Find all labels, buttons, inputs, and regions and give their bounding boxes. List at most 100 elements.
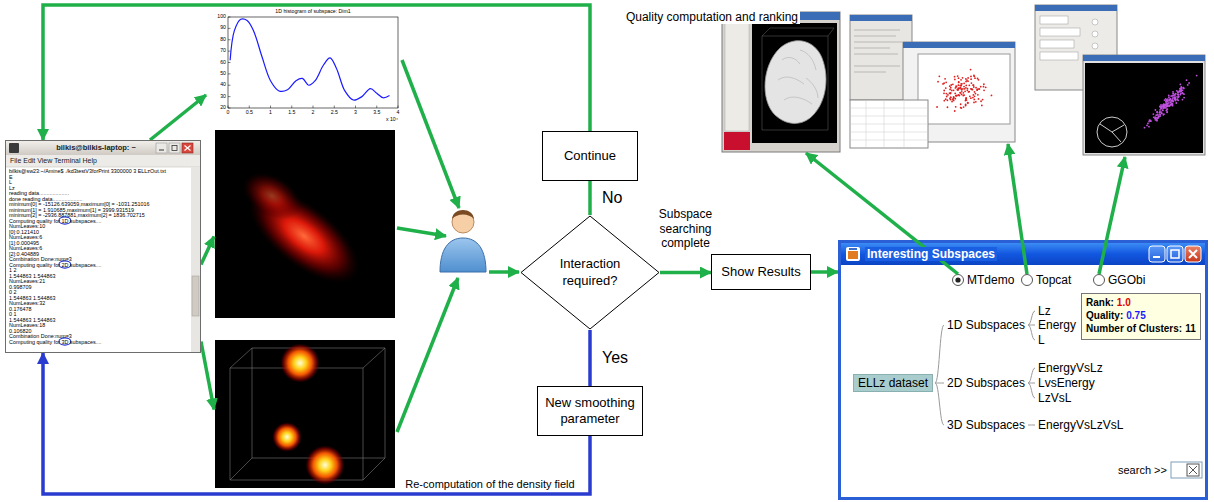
axis-tick-label: 3 [354,110,357,115]
scatter-dot [1186,79,1188,81]
topcat-screenshot [854,48,890,49]
flow-arrow [201,342,214,410]
scatter-dot [1161,113,1163,115]
scatter-dot [1166,109,1168,111]
scatter-dot [950,99,952,101]
scatter-dot [967,77,969,79]
flow-arrow [1008,144,1027,274]
tree-leaf-label: Energy [1038,318,1076,332]
scatter-dot [949,98,951,100]
terminal-chrome [159,150,164,151]
scatter-dot [983,89,985,91]
scatter-dot [1174,97,1176,99]
scatter-dot [1162,104,1164,106]
scatter-dot [960,107,962,109]
scatter-dot [947,94,949,96]
scatter-dot [1172,99,1174,101]
topcat-screenshot [884,100,885,148]
scatter-dot [1187,84,1189,86]
ggobi-screenshot [1040,16,1068,24]
scatter-dot [955,85,957,87]
scatter-dot [1163,107,1165,109]
scatter-dot [960,79,962,81]
window-chrome [1185,246,1201,262]
scatter-dot [967,102,969,104]
scatter-dot [1171,103,1173,105]
decision-label: Interaction required? [547,256,633,289]
scatter-dot [972,89,974,91]
scatter-dot [974,77,976,79]
scatter-dot [1168,100,1170,102]
scatter-dot [1178,96,1180,98]
topcat-screenshot [854,72,886,73]
scatter-dot [952,98,954,100]
axis-tick [228,73,231,74]
scatter-dot [1156,111,1158,113]
edge-label: No [600,188,624,207]
tree-root-box: ELLz dataset [853,374,933,392]
scatter-dot [947,106,949,108]
scatter-dot [953,100,955,102]
axis-tick [228,17,231,18]
scatter-dot [1180,90,1182,92]
topcat-screenshot [850,116,928,117]
scatter-dot [960,83,962,85]
scatter-dot [1182,99,1184,101]
plot-title: 1D histogram of subspace: Dim1 [275,9,350,14]
ggobi-screenshot [1083,55,1205,155]
edge-label: Subspace searching complete [647,207,725,250]
process-box: Continue [542,131,638,181]
scatter-dot [1177,94,1179,96]
topcat-screenshot [850,108,928,109]
topcat-screenshot [904,100,905,148]
window-chrome [846,247,860,261]
scatter-dot [963,94,965,96]
mtdemo-screenshot [725,23,749,131]
scatter-dot [943,100,945,102]
flow-arrow [402,60,459,208]
search-field [1171,462,1202,478]
axis-tick [270,106,271,109]
mtdemo-screenshot [778,50,818,104]
window-title: bilkis@bilkis-laptop: ~ [56,142,136,154]
scatter-dot [943,92,945,94]
scatter-dot [1172,103,1174,105]
scatter-dot [972,97,974,99]
axis-tick [228,51,231,52]
ggobi-screenshot [1035,5,1205,155]
topcat-screenshot [850,15,1015,148]
scatter-dot [1172,95,1174,97]
window-chrome [841,243,1205,497]
scatter-dot [1160,107,1162,109]
scatter-dot [980,100,982,102]
terminal-chrome [156,143,167,153]
scatter-dot [949,85,951,87]
axis-tick [228,17,398,108]
user-icon [440,210,486,272]
tree-leaf-label: LzVsL [1038,391,1071,405]
axis-tick-label: x 10⁴ [386,117,398,122]
axis-tick [228,62,231,63]
scatter-dot [1146,124,1148,126]
ggobi-screenshot [1100,124,1112,132]
axis-tick-label: 1 [269,110,272,115]
scatter-dot [961,83,963,85]
scatter-dot [1166,99,1168,101]
mtdemo-screenshot [722,12,840,152]
axis-tick-label: 1.5 [288,110,295,115]
scatter-dot [957,75,959,77]
scatter-dot [961,90,963,92]
scatter-dot [1165,105,1167,107]
scatter-dot [970,69,972,71]
density-3d-image [272,422,302,452]
terminal-chrome [9,143,19,153]
scatter-dot [1175,93,1177,95]
axis-tick-label: 40 [220,83,226,88]
scatter-dot [953,97,955,99]
scatter-dot [977,94,979,96]
tooltip-text: 0.75 [1126,310,1145,322]
axis-tick-label: 80 [220,37,226,42]
user-icon [452,210,474,219]
scatter-dot [1180,94,1182,96]
ggobi-screenshot [1083,55,1205,61]
